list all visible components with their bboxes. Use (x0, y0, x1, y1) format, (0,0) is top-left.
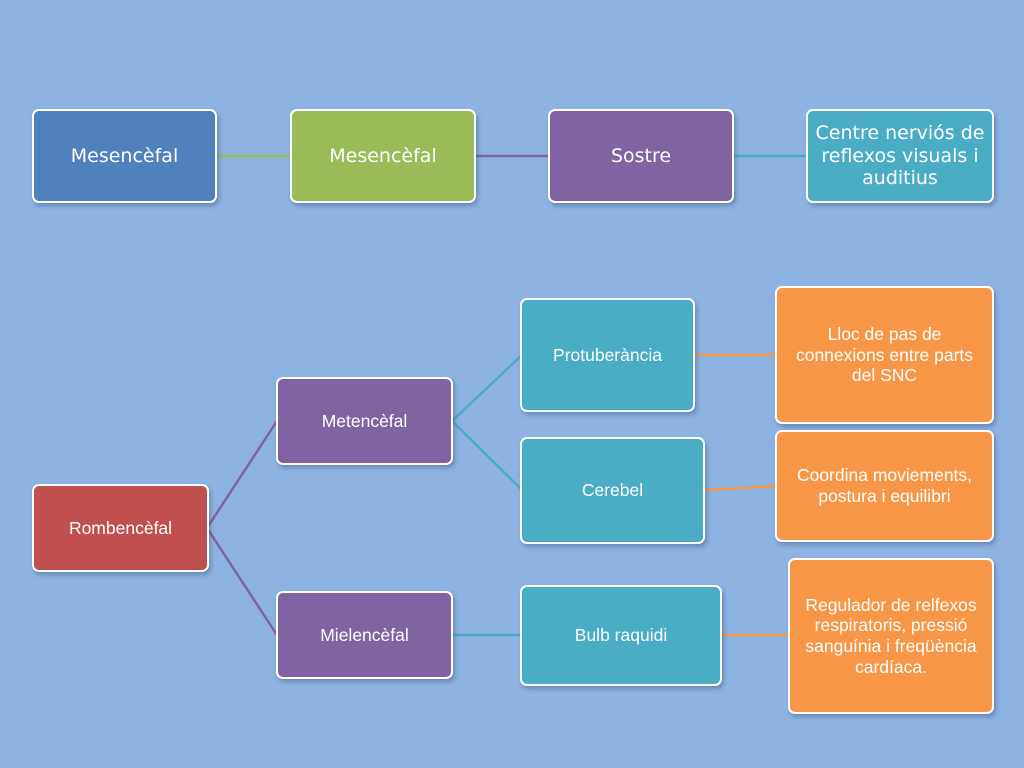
connector-metencefal-protuberancia (451, 354, 523, 422)
top-node-mesencefal-1: Mesencèfal (32, 109, 217, 203)
top-node-centre-nervios: Centre nerviós de reflexos visuals i aud… (806, 109, 994, 203)
node-bulb-desc: Regulador de relfexos respiratoris, pres… (788, 558, 994, 714)
top-node-mesencefal-2: Mesencèfal (290, 109, 476, 203)
node-rombencefal: Rombencèfal (32, 484, 209, 572)
node-protuberancia-desc: Lloc de pas de connexions entre parts de… (775, 286, 994, 424)
node-cerebel: Cerebel (520, 437, 705, 544)
node-metencefal-label: Metencèfal (321, 410, 408, 431)
node-rombencefal-label: Rombencèfal (68, 517, 173, 538)
top-node-mesencefal-2-label: Mesencèfal (329, 144, 437, 167)
node-mielencefal: Mielencèfal (276, 591, 453, 679)
node-cerebel-label: Cerebel (581, 480, 644, 501)
node-protuberancia-label: Protuberància (553, 344, 662, 365)
node-cerebel-desc-label: Coordina moviements, postura i equilibri (796, 465, 973, 506)
connector-root-metencefal (205, 420, 279, 529)
node-protuberancia: Protuberància (520, 298, 695, 412)
top-node-mesencefal-1-label: Mesencèfal (70, 144, 179, 167)
node-bulb-raquidi-label: Bulb raquidi (574, 625, 668, 646)
connector-root-mielencefal (205, 527, 279, 636)
top-node-sostre: Sostre (548, 109, 734, 203)
top-node-centre-nervios-label: Centre nerviós de reflexos visuals i aud… (815, 122, 985, 190)
connector-cerebel-desc (702, 484, 778, 492)
connector-metencefal-cerebel (451, 420, 523, 491)
node-cerebel-desc: Coordina moviements, postura i equilibri (775, 430, 994, 542)
node-metencefal: Metencèfal (276, 377, 453, 465)
node-bulb-raquidi: Bulb raquidi (520, 585, 722, 686)
node-mielencefal-label: Mielencèfal (320, 624, 409, 645)
top-node-sostre-label: Sostre (610, 144, 672, 167)
node-bulb-desc-label: Regulador de relfexos respiratoris, pres… (805, 594, 977, 677)
node-protuberancia-desc-label: Lloc de pas de connexions entre parts de… (795, 324, 974, 386)
